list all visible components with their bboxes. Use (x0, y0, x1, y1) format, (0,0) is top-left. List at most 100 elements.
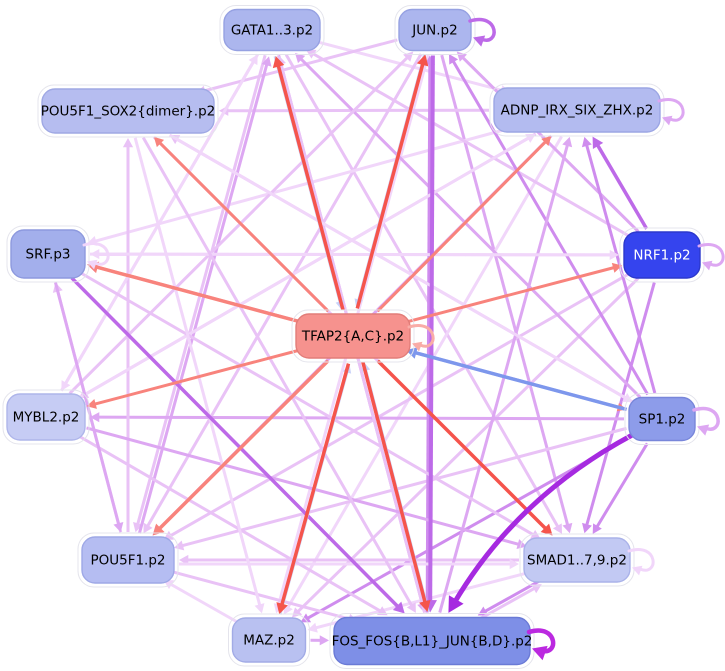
node-pou5f1[interactable]: POU5F1.p2 (77, 532, 179, 588)
edge-sp1-gata (297, 55, 642, 399)
node-label: MYBL2.p2 (13, 410, 80, 426)
arrowhead (662, 115, 673, 126)
edge-jun-pou_sox (201, 38, 398, 94)
node-nrf1[interactable]: NRF1.p2 (619, 227, 705, 283)
self-loop-path (407, 324, 435, 348)
node-label: MAZ.p2 (243, 633, 295, 649)
node-box[interactable] (10, 229, 86, 279)
arrowhead (552, 523, 562, 534)
edge-tfap2-srf (92, 264, 301, 324)
node-box[interactable] (398, 8, 472, 52)
arrowhead (509, 558, 519, 570)
edge-nrf1-jun (459, 54, 640, 233)
node-box[interactable] (628, 396, 696, 442)
arrowhead (419, 599, 431, 612)
node-box[interactable] (223, 8, 321, 52)
arrowhead (248, 54, 258, 66)
edge-tfap2-nrf1 (405, 265, 618, 324)
node-label: ADNP_IRX_SIX_ZHX.p2 (501, 103, 654, 119)
node-halo (624, 393, 700, 445)
node-label: TFAP2{A,C}.p2 (301, 329, 404, 345)
arrowhead (143, 522, 153, 534)
self-loop-path (692, 406, 720, 431)
node-pou_sox[interactable]: POU5F1_SOX2{dimer}.p2 (37, 84, 219, 138)
arrowhead (153, 136, 165, 148)
node-label: GATA1..3.p2 (231, 23, 313, 39)
arrowhead (448, 595, 464, 613)
self-loop-tfap2 (407, 324, 435, 352)
node-fos[interactable]: FOS_FOS{B,L1}_JUN{B,D}.p2 (329, 613, 535, 669)
arrowhead (406, 602, 416, 613)
edge-nrf1-pou5f1 (167, 272, 631, 539)
arrowhead (562, 522, 573, 534)
edge-sp1-mybl2 (95, 415, 625, 421)
node-tfap2[interactable]: TFAP2{A,C}.p2 (291, 309, 415, 363)
edge-nrf1-gata (310, 51, 631, 238)
edge-maz-pou5f1 (167, 581, 239, 624)
arrowhead (582, 522, 592, 534)
edge-srf-fos (70, 276, 402, 611)
node-sp1[interactable]: SP1.p2 (624, 393, 700, 445)
node-halo (37, 84, 219, 138)
node-gata[interactable]: GATA1..3.p2 (219, 5, 325, 55)
self-loop-srf (82, 242, 110, 270)
node-halo (329, 613, 535, 669)
arrowhead (592, 523, 602, 535)
edge-gata-adnp (318, 40, 506, 93)
node-label: SMAD1..7,9.p2 (527, 553, 627, 569)
node-box[interactable] (523, 537, 631, 583)
node-label: POU5F1_SOX2{dimer}.p2 (41, 104, 215, 120)
arrowhead (609, 249, 620, 261)
self-loop-path (697, 243, 725, 267)
node-label: SP1.p2 (639, 412, 686, 428)
self-loop-path (627, 548, 655, 572)
edge-tfap2-pou_sox (156, 139, 330, 313)
arrowhead (122, 138, 134, 148)
arrowhead (448, 53, 459, 65)
edge-nrf1-maz (294, 277, 640, 615)
node-halo (519, 533, 635, 587)
node-box[interactable] (41, 88, 215, 134)
arrowhead (173, 540, 185, 551)
node-halo (291, 309, 415, 363)
node-mybl2[interactable]: MYBL2.p2 (2, 389, 90, 445)
node-box[interactable] (231, 617, 307, 663)
self-loop-smad (627, 548, 655, 576)
node-label: POU5F1.p2 (90, 553, 165, 569)
arrowhead (532, 645, 548, 661)
node-box[interactable] (333, 616, 531, 666)
self-loop-jun (468, 17, 496, 47)
node-box[interactable] (295, 313, 411, 359)
self-loop-layer (82, 17, 725, 661)
node-smad[interactable]: SMAD1..7,9.p2 (519, 533, 635, 587)
arrowhead (581, 136, 592, 148)
node-adnp[interactable]: ADNP_IRX_SIX_ZHX.p2 (489, 83, 665, 137)
node-box[interactable] (623, 231, 701, 279)
node-jun[interactable]: JUN.p2 (394, 5, 476, 55)
arrowhead (295, 52, 306, 64)
arrowhead (622, 393, 633, 403)
node-box[interactable] (81, 536, 175, 584)
node-box[interactable] (6, 393, 86, 441)
node-maz[interactable]: MAZ.p2 (228, 613, 310, 667)
arrowhead (261, 56, 272, 67)
self-loop-fos (526, 628, 556, 661)
node-label: SRF.p3 (26, 247, 71, 263)
edge-sp1-smad (594, 442, 649, 530)
node-label: FOS_FOS{B,L1}_JUN{B,D}.p2 (332, 634, 533, 650)
arrowhead (697, 424, 710, 436)
node-box[interactable] (493, 87, 661, 133)
edge-smad-fos (481, 579, 541, 615)
node-label: JUN.p2 (411, 23, 457, 39)
arrowhead (276, 602, 288, 615)
edge-fos-smad (478, 585, 538, 621)
edge-tfap2-fos (361, 361, 428, 606)
edge-sp1-pou5f1 (178, 426, 627, 548)
arrowhead (89, 412, 100, 423)
self-loop-path (468, 17, 496, 42)
node-srf[interactable]: SRF.p3 (6, 225, 90, 283)
arrowhead (416, 54, 429, 67)
edge-tfap2-mybl2 (91, 348, 301, 407)
